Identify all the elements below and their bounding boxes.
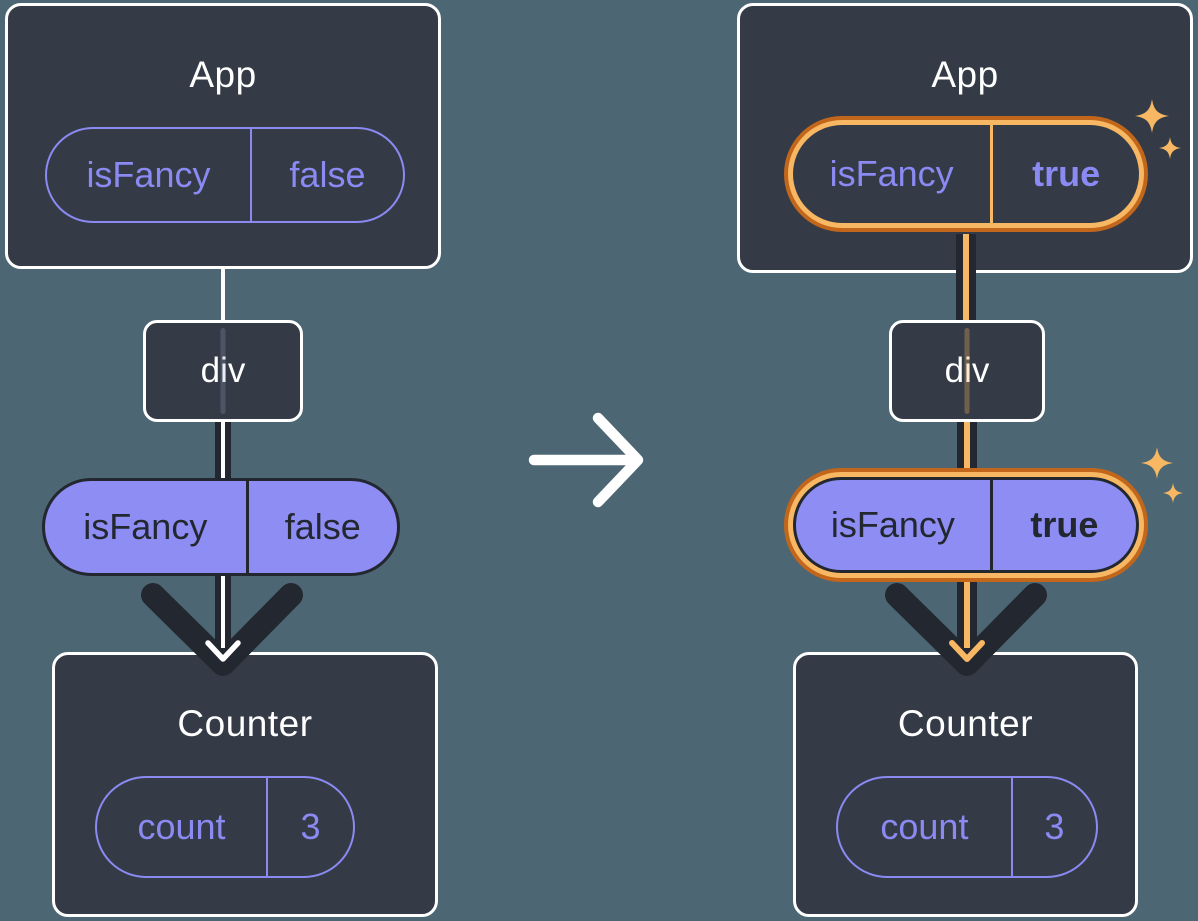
before-app-prop-pill: isFancy false: [45, 127, 405, 223]
prop-value-label: true: [990, 125, 1139, 223]
prop-name-label: isFancy: [830, 504, 955, 545]
after-counter-title: Counter: [897, 703, 1034, 744]
after-app-prop-highlight: isFancy true: [784, 116, 1148, 232]
div-node-label: div: [944, 351, 990, 390]
prop-value-label: true: [989, 480, 1136, 570]
before-app-title: App: [189, 54, 257, 95]
arrow-head: [592, 412, 644, 508]
pass-through-line: [220, 328, 226, 414]
arrow-right-icon: [528, 412, 644, 508]
after-app-title: App: [931, 54, 999, 95]
before-app-card: App isFancy false: [5, 3, 441, 269]
div-node-label: div: [200, 351, 246, 390]
after-div-node: div: [889, 320, 1045, 422]
after-counter-card: Counter count 3: [793, 652, 1138, 917]
before-counter-card: Counter count 3: [52, 652, 438, 917]
pass-through-line: [964, 328, 970, 414]
state-value-label: 3: [1010, 778, 1096, 876]
prop-value-label: false: [245, 481, 397, 573]
before-counter-title: Counter: [177, 703, 313, 744]
after-app-prop-pill: isFancy true: [793, 125, 1139, 223]
after-passed-prop-highlight: isFancy true: [784, 468, 1148, 582]
right-flow-connector: [885, 234, 1047, 676]
state-name-label: count: [880, 806, 969, 847]
after-passed-prop-pill: isFancy true: [793, 477, 1139, 573]
prop-name-label: isFancy: [86, 154, 211, 195]
after-counter-state-pill: count 3: [836, 776, 1098, 878]
sparkle-icon: [1141, 447, 1183, 503]
before-passed-prop-pill: isFancy false: [42, 478, 400, 576]
sparkle-large: [1141, 447, 1173, 479]
state-name-label: count: [137, 806, 226, 847]
prop-name-label: isFancy: [83, 506, 208, 547]
before-div-node: div: [143, 320, 303, 422]
before-counter-state-pill: count 3: [95, 776, 355, 878]
prop-value-label: false: [249, 129, 403, 221]
state-value-label: 3: [265, 778, 353, 876]
prop-name-label: isFancy: [829, 153, 954, 194]
sparkle-small: [1163, 483, 1183, 503]
